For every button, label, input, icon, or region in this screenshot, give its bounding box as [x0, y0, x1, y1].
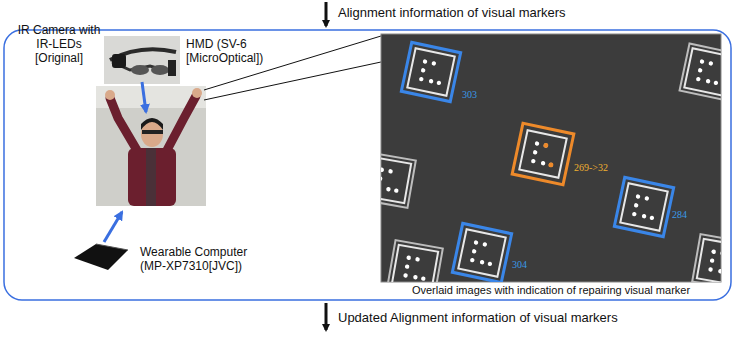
device-label: IR Camera with IR-LEDs [Original] — [16, 24, 102, 65]
marker-id: 304 — [512, 259, 527, 271]
marker-id: 269->32 — [574, 162, 608, 174]
device-label: HMD (SV-6 [MicroOptical]) — [186, 38, 280, 66]
marker-id: 303 — [462, 89, 477, 101]
screenshot-panel: Overlaid images with indication of repai… — [381, 34, 721, 282]
device-label: Wearable Computer (MP-XP7310[JVC]) — [140, 246, 262, 274]
marker-id: 284 — [672, 209, 687, 221]
flow-label: Updated Alignment information of visual … — [338, 311, 618, 326]
flow-label: Alignment information of visual markers — [338, 6, 566, 21]
panel-caption: Overlaid images with indication of repai… — [373, 284, 729, 296]
